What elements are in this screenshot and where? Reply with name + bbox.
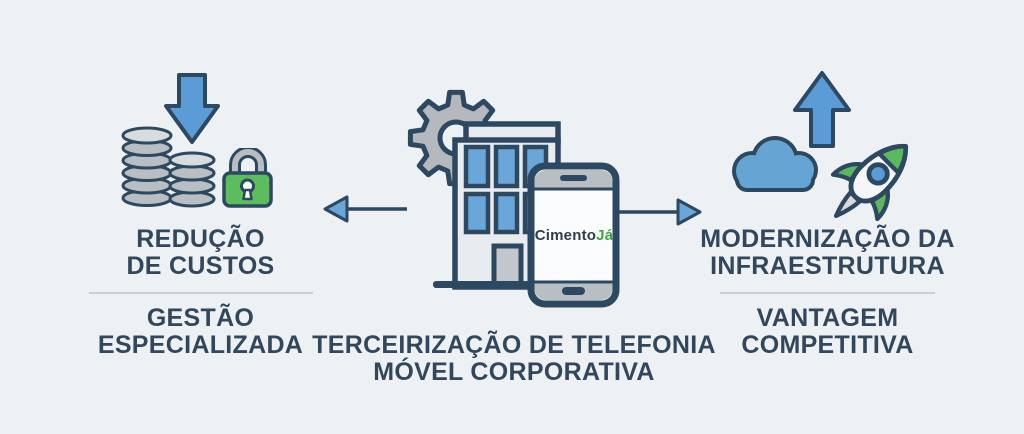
modernization-block: MODERNIZAÇÃO DA INFRAESTRUTURA VANTAGEM … [700,226,954,359]
left-divider [88,292,313,294]
up-arrow-icon [793,71,851,148]
caption-line2: MÓVEL CORPORATIVA [373,358,655,386]
specialized-management-line2: ESPECIALIZADA [97,331,304,359]
specialized-management-line1: GESTÃO [146,304,255,332]
right-connector-arrow [618,198,702,226]
competitive-advantage-line1: VANTAGEM [756,304,899,332]
phone-logo-ja: Já [596,227,614,244]
modernization-title-line2: INFRAESTRUTURA [710,252,945,280]
cost-reduction-title-line1: REDUÇÃO [136,225,265,253]
cost-reduction-title-line2: DE CUSTOS [126,252,275,280]
padlock-icon [222,148,273,208]
phone-logo: CimentoJá [534,227,614,244]
cloud-icon [732,136,818,192]
modernization-title-line1: MODERNIZAÇÃO DA [700,225,955,253]
smartphone-icon [527,162,620,308]
right-divider [720,292,935,294]
center-caption-block: TERCEIRIZAÇÃO DE TELEFONIA MÓVEL CORPORA… [304,332,724,386]
competitive-advantage-line2: COMPETITIVA [741,331,914,359]
caption-line1: TERCEIRIZAÇÃO DE TELEFONIA [312,331,716,359]
phone-logo-cimento: Cimento [534,227,597,244]
rocket-icon [830,143,909,222]
down-arrow-icon [164,73,220,144]
left-connector-arrow [323,195,407,223]
coin-stacks-icon [121,126,216,208]
cost-reduction-block: REDUÇÃO DE CUSTOS GESTÃO ESPECIALIZADA [78,226,323,359]
